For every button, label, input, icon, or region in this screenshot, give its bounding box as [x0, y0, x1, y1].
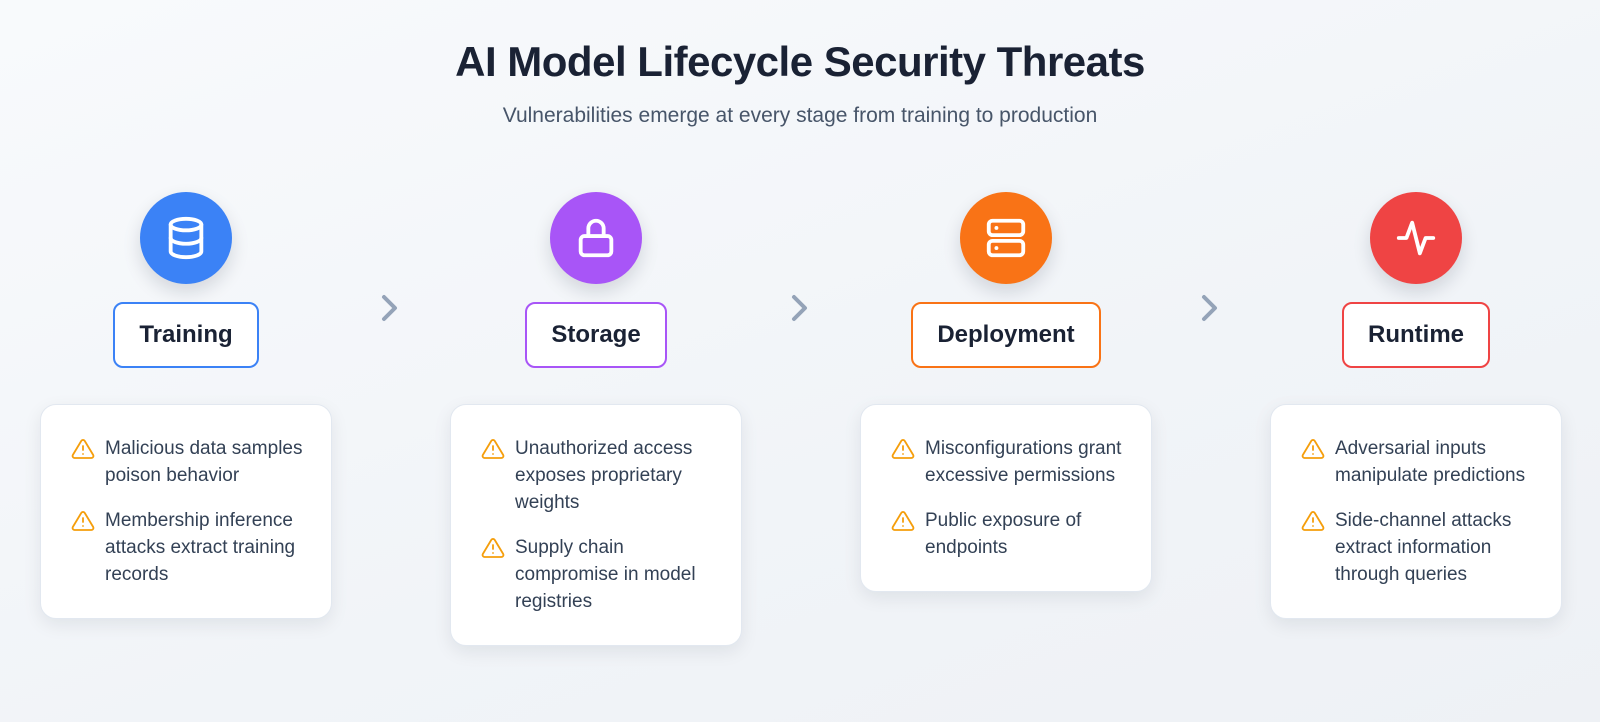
stage-icon-circle	[1370, 192, 1462, 284]
threat-card-runtime: Adversarial inputs manipulate prediction…	[1270, 404, 1562, 619]
threat-item: Side-channel attacks extract information…	[1301, 507, 1537, 588]
chevron-right-icon	[1202, 295, 1217, 321]
stage-storage: Storage Unauthorized access exposes prop…	[450, 192, 742, 646]
threat-item: Public exposure of endpoints	[891, 507, 1127, 561]
warning-icon	[1301, 439, 1325, 459]
warning-icon	[481, 538, 505, 558]
stage-runtime: Runtime Adversarial inputs manipulate pr…	[1270, 192, 1562, 619]
warning-icon	[71, 511, 95, 531]
threat-text: Side-channel attacks extract information…	[1335, 510, 1512, 585]
threat-item: Supply chain compromise in model registr…	[481, 534, 717, 615]
chevron-right-icon	[792, 295, 807, 321]
stage-deployment: Deployment Misconfigurations grant exces…	[860, 192, 1152, 592]
chevron-right-icon	[382, 295, 397, 321]
page-subtitle: Vulnerabilities emerge at every stage fr…	[502, 104, 1098, 127]
warning-icon	[71, 439, 95, 459]
stage-label-deployment: Deployment	[911, 302, 1101, 368]
threat-text: Membership inference attacks extract tra…	[105, 510, 296, 585]
threat-card-training: Malicious data samples poison behavior M…	[40, 404, 332, 619]
warning-icon	[891, 439, 915, 459]
threat-item: Misconfigurations grant excessive permis…	[891, 435, 1127, 489]
threat-text: Misconfigurations grant excessive permis…	[925, 438, 1122, 486]
threat-text: Unauthorized access exposes proprietary …	[515, 438, 693, 513]
threat-card-storage: Unauthorized access exposes proprietary …	[450, 404, 742, 646]
threat-item: Membership inference attacks extract tra…	[71, 507, 307, 588]
warning-icon	[1301, 511, 1325, 531]
stage-icon-circle	[960, 192, 1052, 284]
threat-text: Adversarial inputs manipulate prediction…	[1335, 438, 1526, 486]
warning-icon	[481, 439, 505, 459]
page-title: AI Model Lifecycle Security Threats	[455, 38, 1145, 85]
threat-text: Public exposure of endpoints	[925, 510, 1082, 558]
warning-icon	[891, 511, 915, 531]
stage-icon-circle	[140, 192, 232, 284]
stage-training: Training Malicious data samples poison b…	[40, 192, 332, 619]
stage-label-training: Training	[113, 302, 259, 368]
lock-icon	[578, 218, 614, 258]
threat-text: Supply chain compromise in model registr…	[515, 537, 696, 612]
activity-icon	[1396, 220, 1436, 256]
threat-item: Adversarial inputs manipulate prediction…	[1301, 435, 1537, 489]
threat-item: Malicious data samples poison behavior	[71, 435, 307, 489]
stage-label-storage: Storage	[525, 302, 667, 368]
database-icon	[168, 216, 204, 260]
stage-label-runtime: Runtime	[1342, 302, 1490, 368]
threat-card-deployment: Misconfigurations grant excessive permis…	[860, 404, 1152, 592]
threat-item: Unauthorized access exposes proprietary …	[481, 435, 717, 516]
threat-text: Malicious data samples poison behavior	[105, 438, 303, 486]
stage-icon-circle	[550, 192, 642, 284]
server-icon	[986, 218, 1026, 258]
